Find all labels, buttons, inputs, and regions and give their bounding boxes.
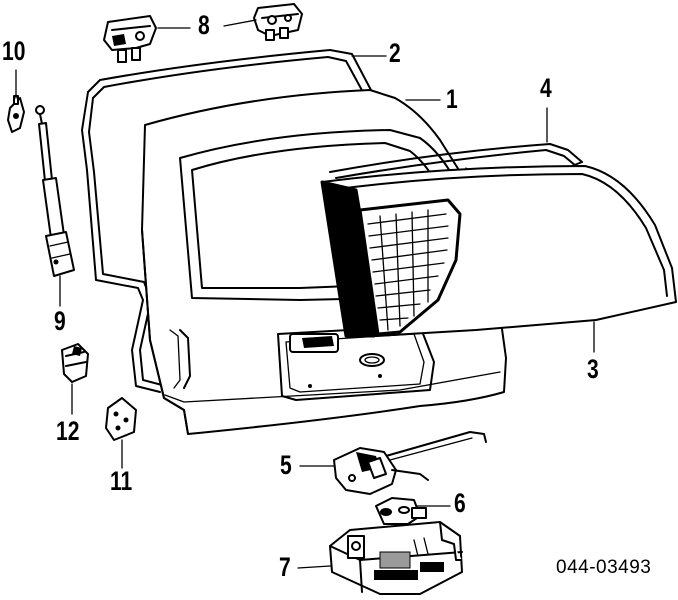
latch-assembly [333,431,487,495]
latch-control-module [329,521,463,595]
ball-stud [7,95,25,133]
callout-4: 4 [540,73,552,103]
callout-11: 11 [110,466,133,496]
callout-6: 6 [454,488,466,518]
callout-12: 12 [56,416,80,446]
striker [105,397,137,441]
callout-5: 5 [280,450,292,480]
callout-2: 2 [389,38,401,68]
bumper-pad [61,343,89,383]
lock-actuator [375,497,427,525]
callout-7: 7 [279,552,291,582]
hinge-left [103,15,157,63]
callout-3: 3 [587,354,599,384]
hinge-right [253,3,303,41]
callout-1: 1 [446,84,458,114]
callout-8: 8 [198,10,210,40]
defroster-lines [367,209,449,331]
back-window-glass [320,143,677,338]
part-number: 044-03493 [556,557,652,578]
callout-10: 10 [2,36,26,66]
weatherstrip-seal [81,49,373,393]
gas-strut [35,105,75,277]
leader-lines [15,19,595,569]
callout-9: 9 [54,306,66,336]
